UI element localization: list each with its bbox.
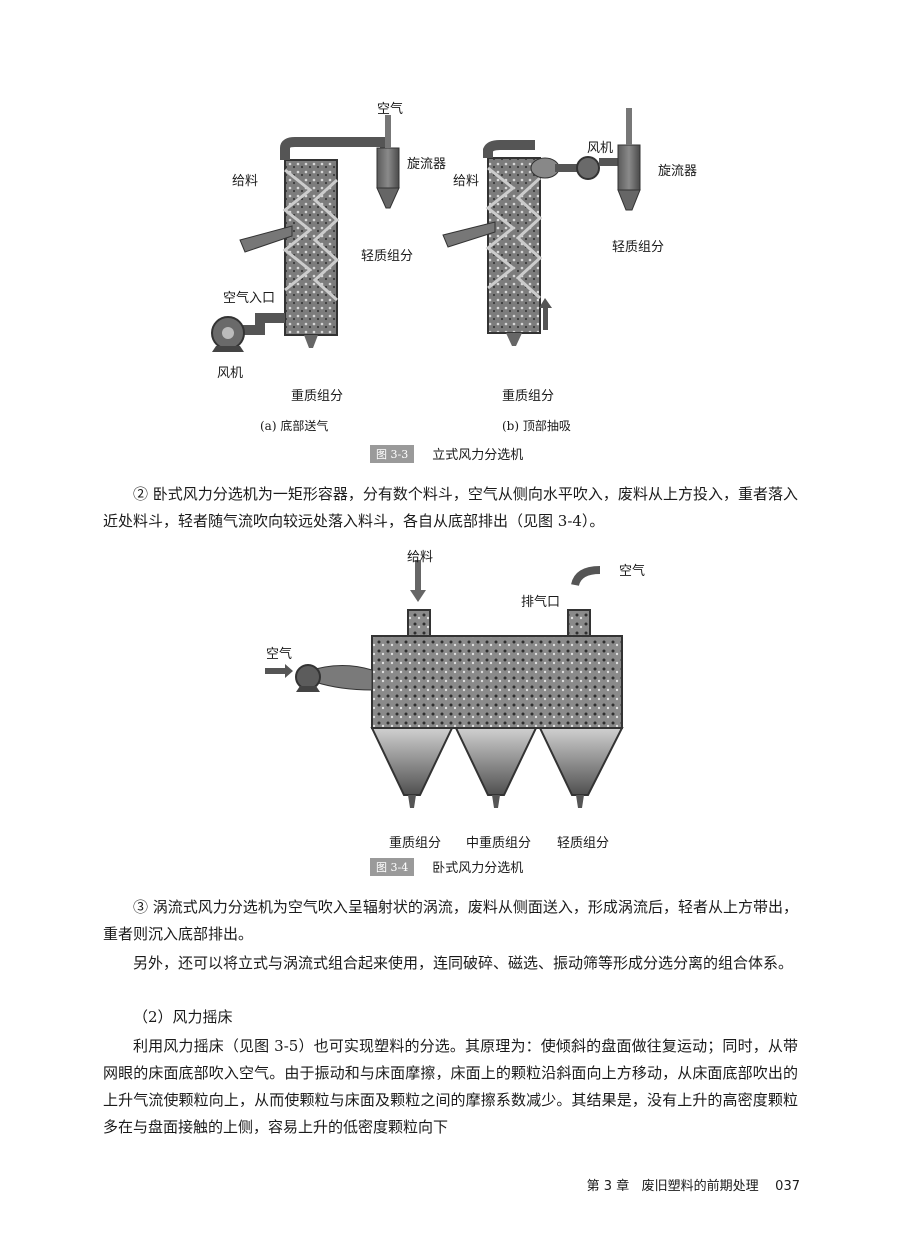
figure-tag: 图 3-4 — [370, 857, 415, 876]
paragraph-combined-system: 另外，还可以将立式与涡流式组合起来使用，连同破碎、磁选、振动筛等形成分选分离的组… — [133, 954, 794, 972]
label-fan-a: 风机 — [217, 366, 244, 381]
label-air-out: 空气 — [619, 564, 646, 579]
page-number: 037 — [775, 1179, 800, 1194]
column-a — [211, 115, 400, 352]
paragraph-air-table: 利用风力摇床（见图 3-5）也可实现塑料的分选。其原理为：使倾斜的盘面做往复运动… — [103, 1037, 798, 1136]
footer-title: 废旧塑料的前期处理 — [641, 1179, 759, 1194]
label-medium-horizontal: 中重质组分 — [466, 836, 532, 851]
label-heavy-horizontal: 重质组分 — [389, 836, 442, 851]
label-air-inlet-a: 空气入口 — [223, 291, 276, 306]
figure-3-3-drawing — [211, 108, 641, 352]
label-cyclone-b: 旋流器 — [658, 164, 698, 179]
label-air-a: 空气 — [377, 102, 404, 117]
paragraph-horizontal-separator: ② 卧式风力分选机为一矩形容器，分有数个料斗，空气从侧向水平吹入，废料从上方投入… — [103, 485, 798, 530]
footer-chapter: 第 3 章 — [586, 1179, 630, 1194]
label-light-a: 轻质组分 — [361, 249, 414, 264]
label-light-b: 轻质组分 — [612, 240, 665, 255]
label-light-horizontal: 轻质组分 — [557, 836, 610, 851]
label-feed-horizontal: 给料 — [407, 550, 434, 565]
label-fan-b: 风机 — [587, 141, 614, 156]
subcaption-b: (b) 顶部抽吸 — [502, 419, 571, 433]
figure-tag: 图 3-3 — [370, 444, 415, 463]
label-cyclone-a: 旋流器 — [407, 157, 447, 172]
subcaption-a: (a) 底部送气 — [260, 419, 329, 433]
figure-3-4-caption: 图 3-4 卧式风力分选机 — [370, 857, 523, 876]
label-air-in: 空气 — [266, 647, 293, 662]
paragraph-vortex-separator: ③ 涡流式风力分选机为空气吹入呈辐射状的涡流，废料从侧面送入，形成涡流后，轻者从… — [103, 898, 798, 943]
label-exhaust: 排气口 — [521, 595, 561, 610]
label-feed-b: 给料 — [453, 174, 480, 189]
label-heavy-a: 重质组分 — [291, 389, 344, 404]
figure-title: 立式风力分选机 — [432, 448, 524, 463]
figure-3-4-drawing — [265, 560, 624, 808]
column-b — [442, 108, 641, 346]
figure-3-3-caption: 图 3-3 立式风力分选机 — [370, 444, 523, 463]
page-footer: 第 3 章 废旧塑料的前期处理 037 — [587, 1175, 800, 1194]
figure-title: 卧式风力分选机 — [432, 861, 524, 876]
section-heading: （2）风力摇床 — [133, 1008, 233, 1026]
label-feed-a: 给料 — [232, 174, 259, 189]
label-heavy-b: 重质组分 — [502, 389, 555, 404]
